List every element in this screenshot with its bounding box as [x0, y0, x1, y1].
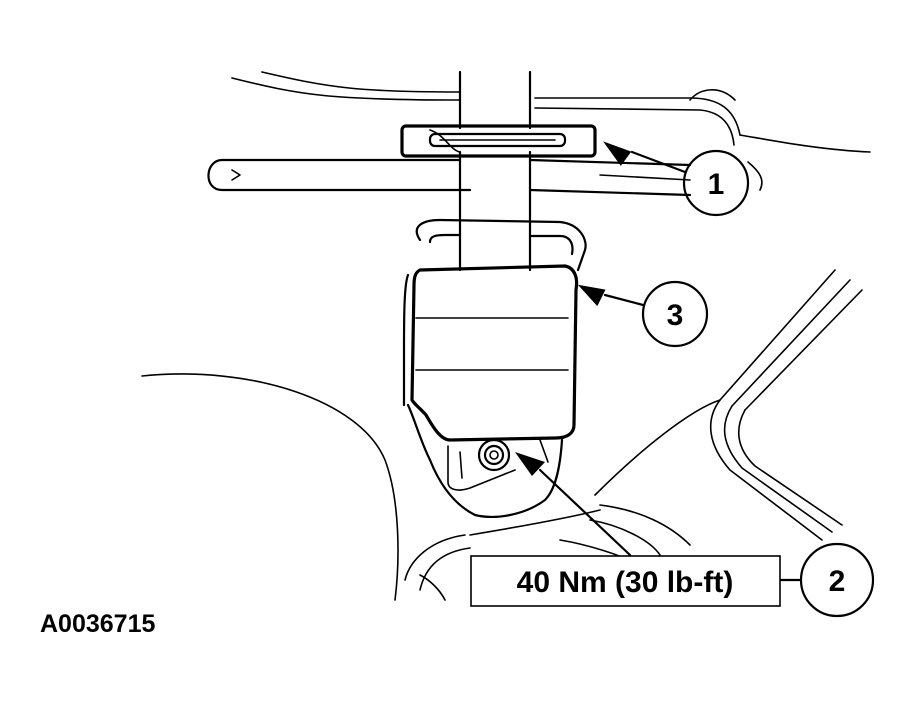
callout-1-number: 1	[708, 168, 725, 201]
torque-spec-box: 40 Nm (30 lb-ft)	[470, 555, 781, 607]
callout-1: 1	[682, 149, 750, 217]
body-frame-lines	[404, 269, 863, 601]
anchor-bolt	[477, 438, 511, 472]
callout-3-number: 3	[667, 299, 684, 332]
body-contour-lines-top	[231, 71, 871, 191]
horizontal-rail	[207, 158, 692, 197]
figure-id: A0036715	[40, 610, 155, 638]
lower-left-panel-contour	[141, 373, 399, 601]
leader-lines	[515, 141, 802, 582]
callout-2-number: 2	[829, 565, 846, 598]
retractor-housing	[402, 218, 587, 518]
callout-2: 2	[799, 542, 875, 618]
torque-spec-text: 40 Nm (30 lb-ft)	[517, 566, 734, 599]
pillar-webbing	[429, 70, 532, 272]
callout-3: 3	[641, 280, 709, 348]
upper-guide-bracket	[400, 124, 597, 158]
